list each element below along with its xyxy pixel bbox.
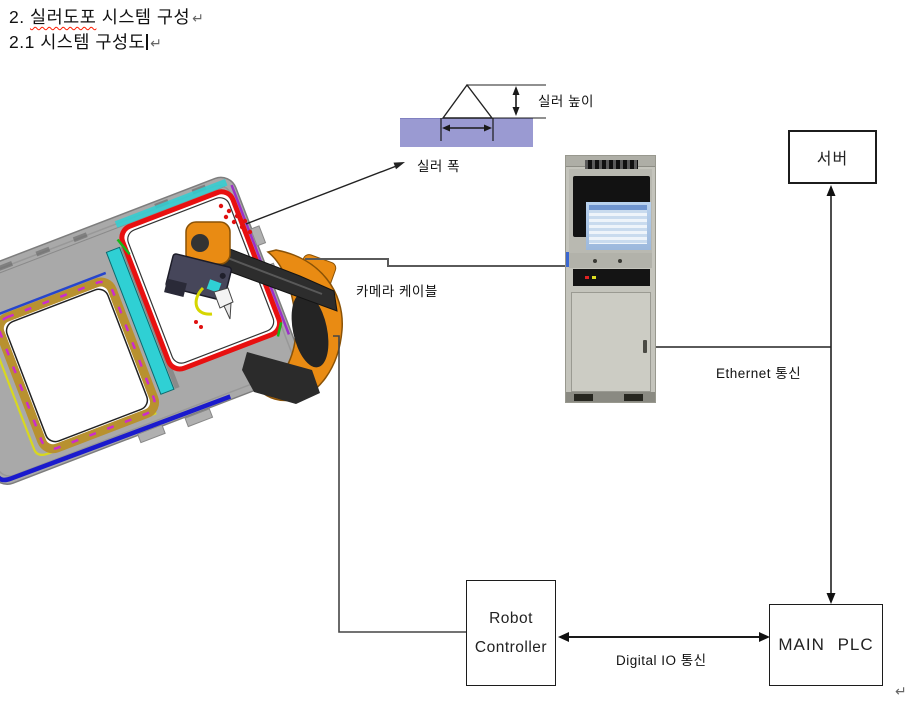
control-cabinet xyxy=(565,155,656,403)
panel-knob xyxy=(593,259,597,263)
panel-knob xyxy=(618,259,622,263)
camera-cable-line xyxy=(305,258,565,267)
heading-text: 시스템 구성 xyxy=(96,7,191,27)
text-cursor xyxy=(146,34,149,50)
sealer-width-label: 실러 폭 xyxy=(417,159,461,174)
document-heading[interactable]: 2. 실러도포 시스템 구성↵ 2.1 시스템 구성도↵ xyxy=(9,5,204,55)
connectors xyxy=(245,162,836,642)
server-plc-line xyxy=(826,185,836,604)
height-dimension-arrow xyxy=(512,86,520,116)
paragraph-mark: ↵ xyxy=(150,35,163,51)
paragraph-mark: ↵ xyxy=(192,10,205,26)
spellchecked-word: 실러도포 xyxy=(29,7,97,27)
heading-line-2[interactable]: 2.1 시스템 구성도↵ xyxy=(9,30,204,55)
digital-io-label: Digital IO 통신 xyxy=(616,653,707,668)
robot-controller-label-1: Robot xyxy=(489,609,533,627)
seam-pointer-arrow xyxy=(245,162,405,225)
heading-text-2: 2.1 시스템 구성도 xyxy=(9,32,146,52)
door-handle xyxy=(643,340,647,353)
sealer-cross-section xyxy=(400,83,546,147)
robot-controller-label-2: Controller xyxy=(474,638,548,656)
seam-blue-outer xyxy=(0,301,232,483)
cabinet-side-mark xyxy=(566,252,569,267)
cabinet-mid-panel xyxy=(569,253,652,268)
cabinet-foot xyxy=(624,394,643,401)
heading-number: 2. xyxy=(9,7,30,27)
cabinet-foot xyxy=(574,394,593,401)
sealer-profile-triangle xyxy=(441,83,494,119)
sealer-bead xyxy=(400,118,533,147)
cabinet-monitor xyxy=(573,176,651,250)
robot-arm xyxy=(164,221,343,404)
heading-line-1[interactable]: 2. 실러도포 시스템 구성↵ xyxy=(9,5,204,30)
server-label: 서버 xyxy=(816,151,849,168)
left-window-opening xyxy=(0,271,160,456)
paragraph-mark: ↵ xyxy=(895,683,907,699)
cabinet-screen xyxy=(586,202,651,250)
main-plc-label: MAIN PLC xyxy=(778,635,874,654)
rack-led-yellow xyxy=(592,276,596,279)
rack-led-red xyxy=(585,276,589,279)
width-dimension-arrow xyxy=(440,118,494,141)
digital-io-arrow xyxy=(558,632,770,642)
ethernet-label: Ethernet 통신 xyxy=(716,366,802,381)
screen-window xyxy=(589,205,647,244)
cabinet-base xyxy=(566,392,655,402)
sealer-dot-trail xyxy=(194,203,253,329)
cabinet-door xyxy=(571,292,651,392)
camera-cable-label: 카메라 케이블 xyxy=(356,284,438,299)
sealer-nozzle xyxy=(194,279,234,320)
cabinet-rack-unit xyxy=(573,269,650,286)
server-box: 서버 xyxy=(788,130,877,184)
robot-controller-line xyxy=(333,335,466,633)
sealer-height-label: 실러 높이 xyxy=(538,94,594,109)
car-body-render xyxy=(0,176,303,485)
cabinet-vent-strip xyxy=(585,160,638,170)
robot-controller-box: Robot Controller xyxy=(466,580,556,686)
main-plc-box: MAIN PLC xyxy=(769,604,883,686)
